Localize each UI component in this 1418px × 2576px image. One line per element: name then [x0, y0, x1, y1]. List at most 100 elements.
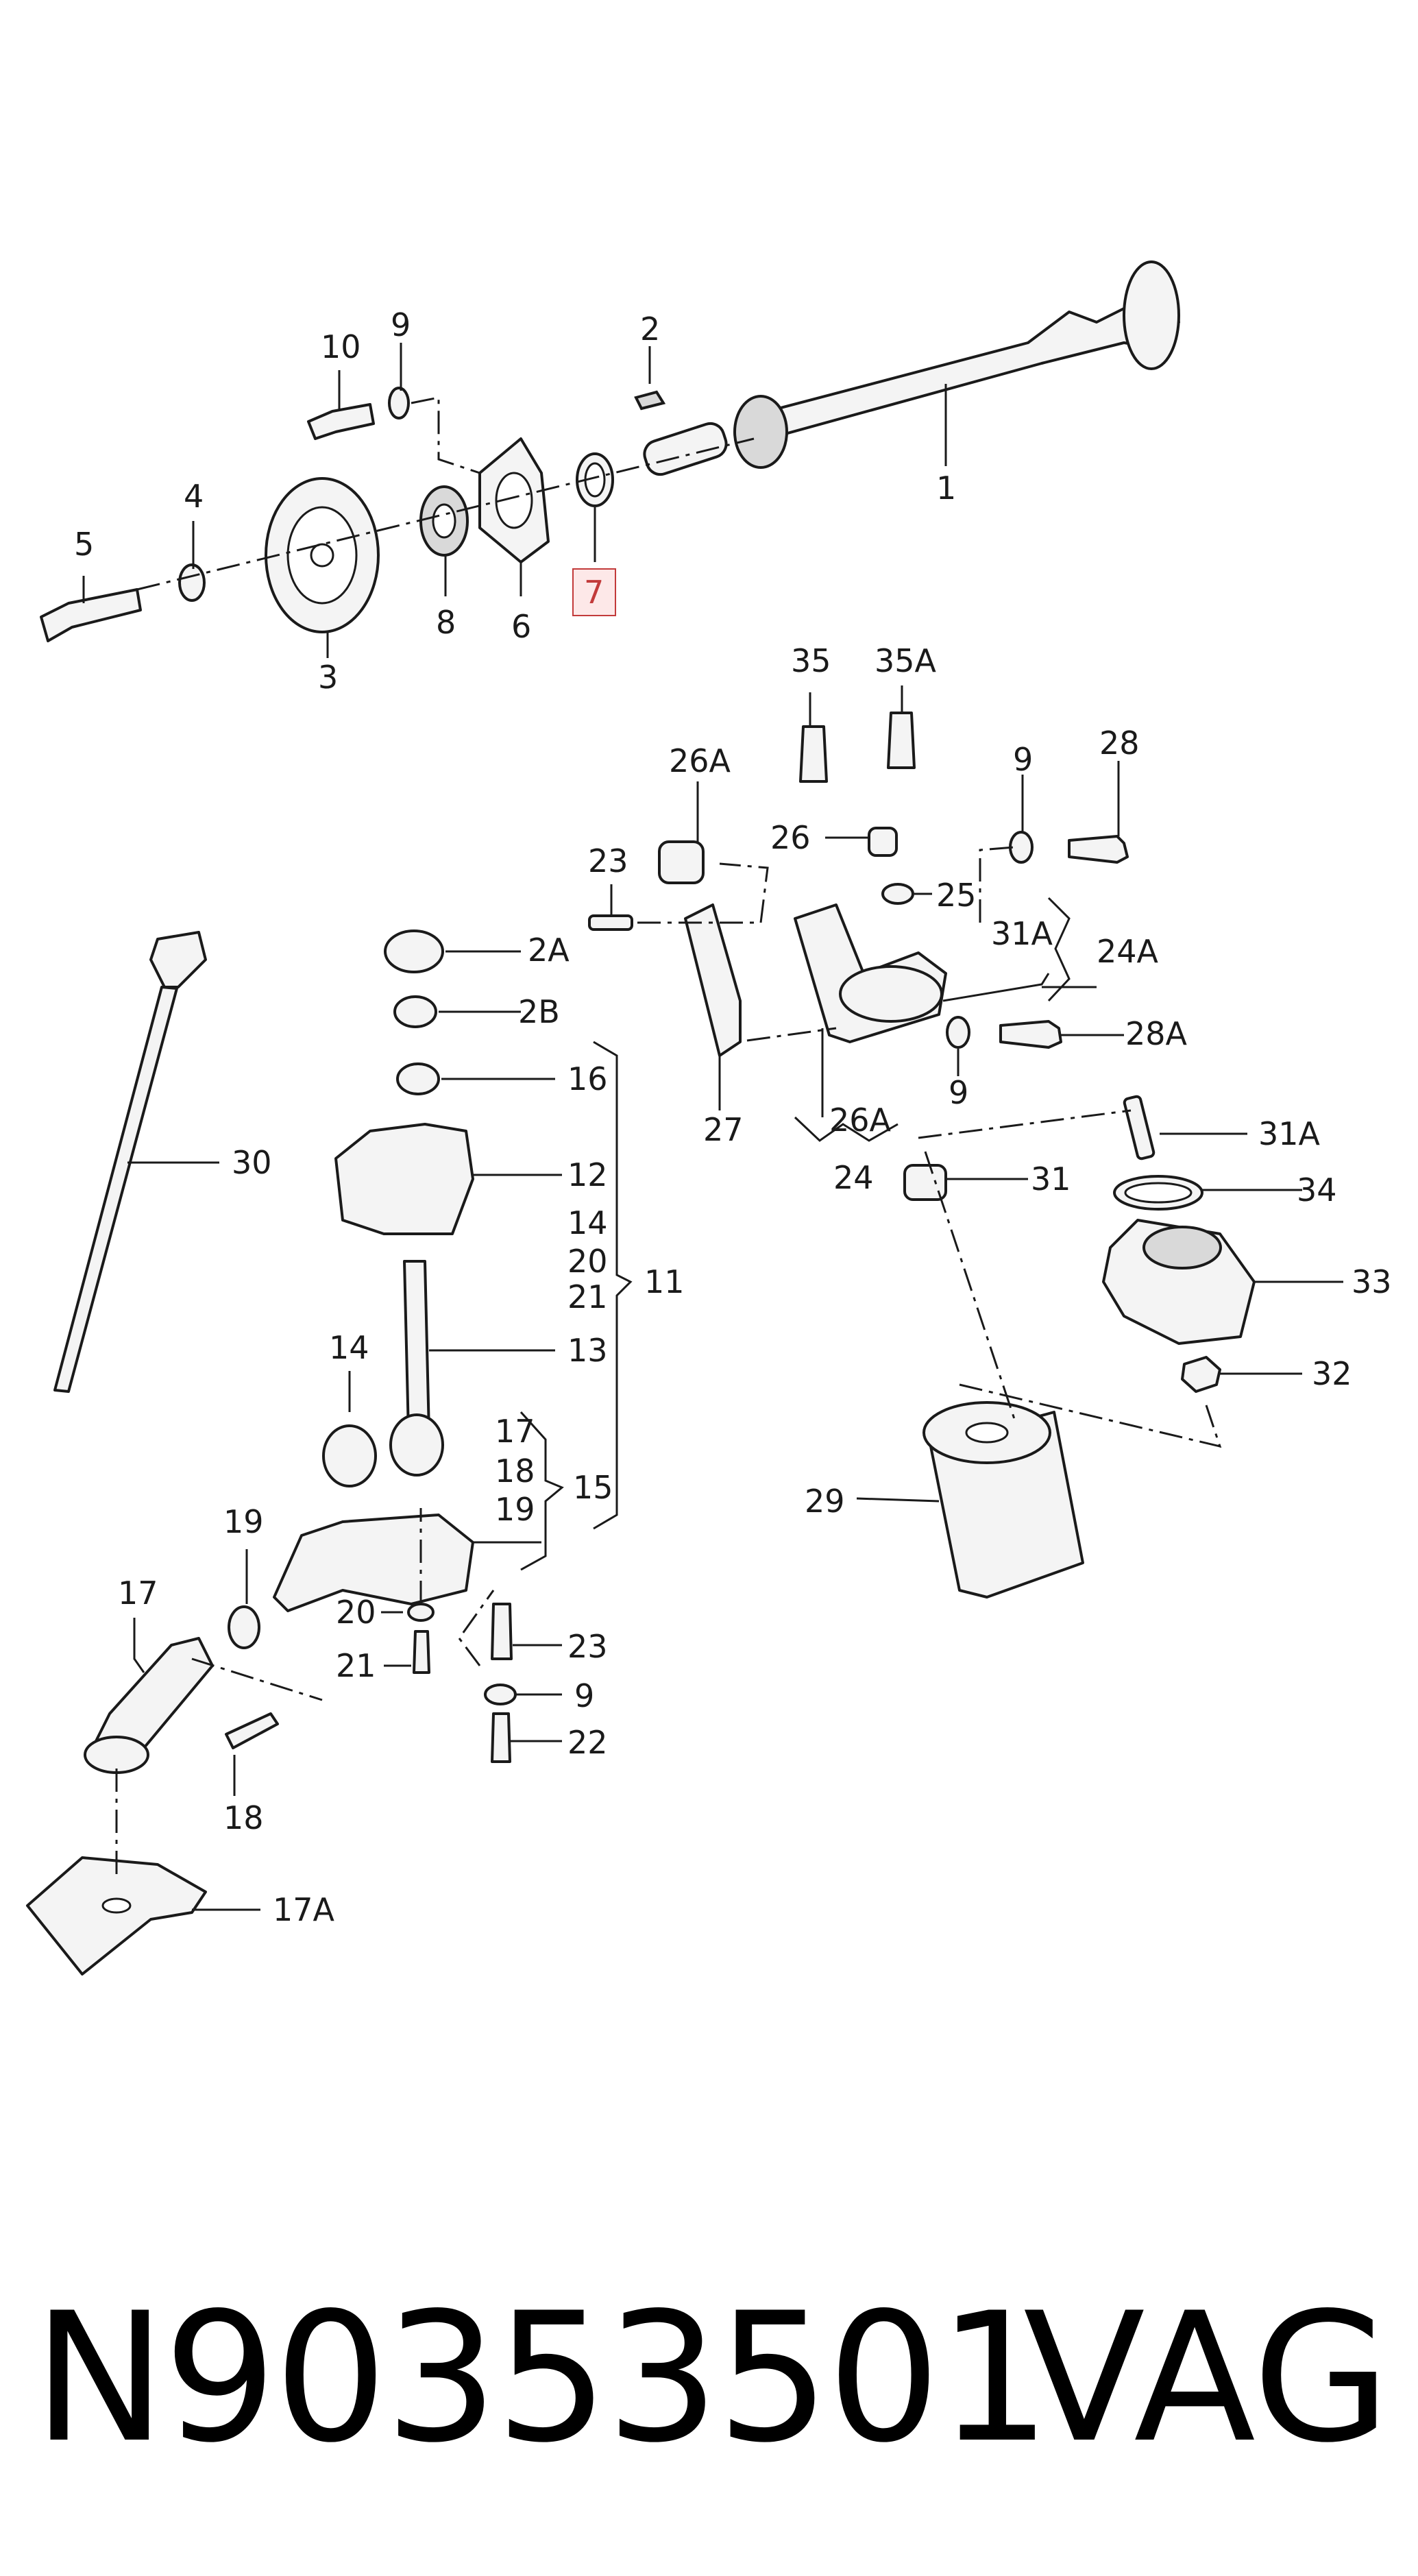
- label-18: 18: [495, 1453, 535, 1490]
- label-14-b: 14: [329, 1329, 369, 1366]
- label-27: 27: [703, 1111, 744, 1148]
- label-20-b: 20: [336, 1594, 376, 1631]
- nut-part-32[interactable]: [1181, 1356, 1221, 1393]
- label-26A-b: 26A: [829, 1102, 892, 1139]
- label-25: 25: [936, 877, 977, 914]
- label-19-b: 19: [223, 1503, 264, 1540]
- washer-part-9[interactable]: [388, 387, 410, 420]
- cooler-top: [1142, 1226, 1222, 1269]
- label-15: 15: [573, 1469, 613, 1506]
- label-35: 35: [791, 642, 831, 679]
- label-26A: 26A: [669, 742, 731, 779]
- bolt-part-18[interactable]: [225, 1712, 279, 1749]
- label-2B: 2B: [518, 993, 560, 1030]
- filter-housing-assembly: [588, 712, 1256, 1599]
- bolt-part-28A[interactable]: [999, 1020, 1062, 1049]
- bolt-part-5[interactable]: [40, 588, 142, 642]
- washer-part-4[interactable]: [178, 563, 206, 602]
- baffle-part-17A[interactable]: [26, 1856, 207, 1976]
- bolt-part-22[interactable]: [491, 1712, 511, 1763]
- sensor-part-35[interactable]: [799, 725, 828, 783]
- pump-body-part-12[interactable]: [334, 1123, 474, 1235]
- label-7-highlighted[interactable]: 7: [584, 574, 604, 611]
- sensor-part-35A[interactable]: [887, 712, 916, 769]
- washer-part-9c[interactable]: [946, 1016, 970, 1049]
- label-14: 14: [567, 1204, 608, 1241]
- gear-part-14[interactable]: [322, 1424, 377, 1487]
- shaft-end-gear: [1123, 260, 1180, 370]
- callout-labels: 1 2 3 4 5 6 7 8 9 10 35 35A 26A 9 28 23 …: [74, 306, 1392, 1928]
- label-9d: 9: [574, 1677, 594, 1714]
- gasket-part-27[interactable]: [684, 903, 742, 1057]
- label-21: 21: [567, 1278, 608, 1315]
- label-24: 24: [833, 1159, 874, 1196]
- washer-part-20[interactable]: [407, 1603, 435, 1622]
- label-33: 33: [1352, 1263, 1392, 1300]
- label-31: 31: [1031, 1161, 1071, 1198]
- woodruff-key-part-2[interactable]: [634, 390, 666, 411]
- stud-part-23[interactable]: [588, 914, 633, 931]
- brand-name: VAG: [1023, 2275, 1391, 2482]
- washer-part-9d[interactable]: [484, 1684, 517, 1705]
- fitting-part-31[interactable]: [903, 1164, 947, 1201]
- label-10: 10: [321, 328, 361, 365]
- oil-pump-assembly: [26, 929, 517, 1976]
- label-9: 9: [391, 306, 411, 343]
- leaders-top: [82, 343, 947, 658]
- bolt-part-21[interactable]: [413, 1630, 430, 1674]
- label-23-b: 23: [567, 1628, 608, 1665]
- dipstick-handle: [149, 931, 207, 988]
- label-19: 19: [495, 1491, 535, 1528]
- label-4: 4: [184, 478, 204, 515]
- label-24A: 24A: [1097, 933, 1159, 970]
- label-3: 3: [318, 659, 338, 696]
- label-34: 34: [1297, 1171, 1337, 1208]
- housing-flange: [839, 965, 943, 1023]
- washer-part-9b[interactable]: [1009, 831, 1034, 864]
- shaft-gear: [389, 1413, 444, 1477]
- gear-part-2A[interactable]: [384, 929, 444, 973]
- camshaft-assembly: [40, 260, 1180, 642]
- label-5: 5: [74, 526, 94, 563]
- label-28: 28: [1099, 725, 1140, 762]
- label-17: 17: [495, 1413, 535, 1450]
- label-31A-b: 31A: [1258, 1115, 1321, 1152]
- label-2: 2: [640, 311, 660, 348]
- bolt-part-28[interactable]: [1068, 835, 1129, 864]
- label-29: 29: [805, 1483, 845, 1520]
- label-32: 32: [1312, 1355, 1352, 1392]
- plug-part-26A[interactable]: [658, 840, 705, 884]
- label-1: 1: [936, 470, 956, 507]
- stud-part-31A[interactable]: [1123, 1095, 1156, 1161]
- highlight-box: [572, 568, 616, 616]
- stud-part-23b[interactable]: [491, 1603, 513, 1660]
- shaft-part-1[interactable]: [739, 293, 1180, 454]
- label-6: 6: [511, 608, 531, 645]
- plug-part-26[interactable]: [868, 827, 898, 857]
- label-17-b: 17: [118, 1575, 158, 1612]
- label-9b: 9: [1013, 741, 1033, 778]
- washer-part-25[interactable]: [881, 883, 914, 905]
- label-12: 12: [567, 1156, 608, 1193]
- pickup-flange: [84, 1736, 149, 1774]
- shaft-collar: [733, 395, 788, 469]
- label-30: 30: [232, 1144, 272, 1181]
- label-28A: 28A: [1125, 1015, 1188, 1052]
- label-35A: 35A: [875, 642, 937, 679]
- label-8: 8: [436, 604, 456, 641]
- leaders-main: [127, 685, 1343, 1911]
- dipstick-part-30[interactable]: [53, 986, 178, 1393]
- label-2A: 2A: [528, 932, 570, 969]
- bush-part-16[interactable]: [396, 1062, 440, 1095]
- gasket-part-19[interactable]: [228, 1605, 260, 1649]
- label-16: 16: [567, 1060, 608, 1097]
- label-13: 13: [567, 1332, 608, 1369]
- bush-part-2B[interactable]: [393, 995, 437, 1028]
- label-31A: 31A: [991, 915, 1053, 952]
- label-26: 26: [770, 819, 811, 856]
- axis-line-bolt: [411, 396, 480, 474]
- pump-cover-part-15[interactable]: [273, 1514, 474, 1612]
- shaft-part-13[interactable]: [403, 1260, 430, 1434]
- bolt-part-10[interactable]: [307, 403, 375, 440]
